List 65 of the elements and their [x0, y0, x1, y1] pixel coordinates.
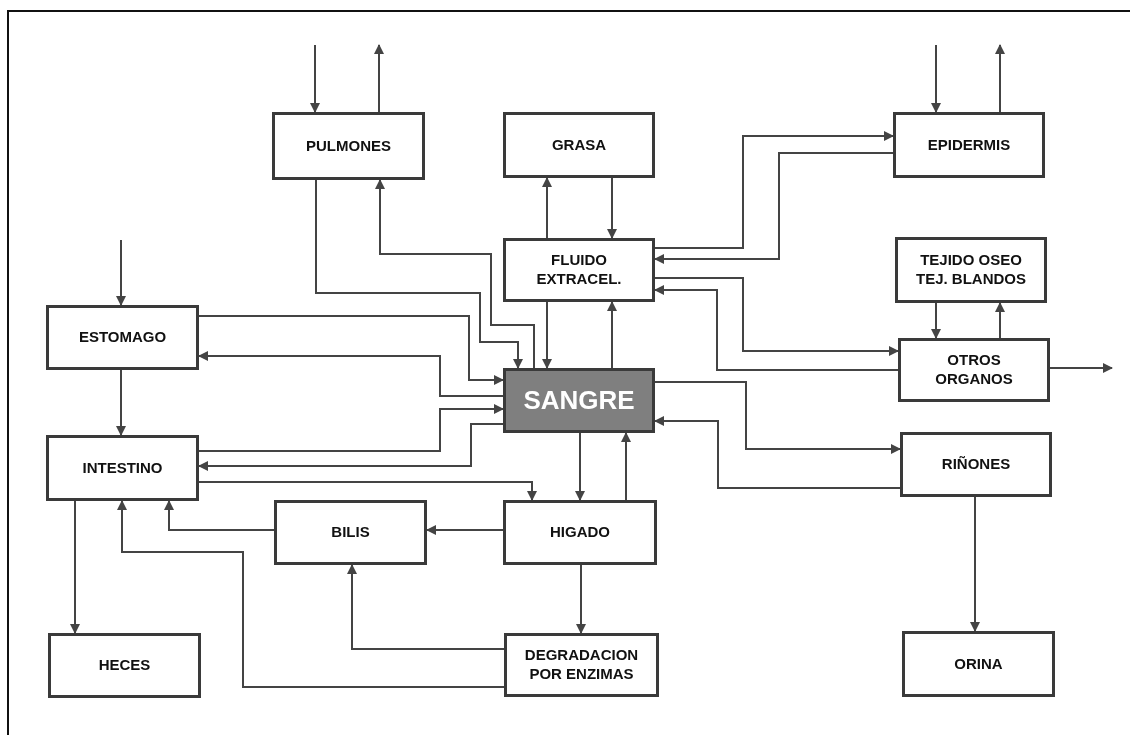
arrow [654, 152, 894, 264]
arrow [198, 315, 504, 385]
process-box [272, 112, 425, 180]
process-box [46, 305, 199, 370]
arrow [347, 564, 505, 650]
arrow [607, 177, 617, 239]
arrow [970, 496, 980, 632]
highlighted-box [503, 368, 655, 433]
arrow [542, 301, 552, 369]
node-label: FLUIDO EXTRACEL. [535, 251, 623, 289]
node-label: RIÑONES [940, 455, 1012, 474]
process-box [503, 112, 655, 178]
node-label: HIGADO [549, 523, 611, 542]
node-label: DEGRADACION POR ENZIMAS [523, 646, 640, 684]
arrow [654, 381, 901, 454]
arrow [931, 44, 941, 113]
node-label: HECES [97, 656, 152, 675]
arrow [374, 44, 384, 113]
node-label: ESTOMAGO [77, 328, 168, 347]
node-label: INTESTINO [81, 458, 164, 478]
process-box [900, 432, 1052, 497]
node-label: ORINA [953, 654, 1004, 674]
node-label: GRASA [550, 135, 608, 155]
arrow [116, 369, 126, 436]
process-box [503, 238, 655, 302]
arrow [576, 564, 586, 634]
arrow [1049, 363, 1113, 373]
node-label: TEJIDO OSEO TEJ. BLANDOS [915, 251, 1027, 289]
arrow [654, 285, 899, 371]
arrow [621, 432, 631, 501]
arrow [995, 44, 1005, 113]
arrow [315, 179, 523, 369]
arrow [198, 423, 504, 471]
arrow [426, 525, 504, 535]
process-box [893, 112, 1045, 178]
arrow [575, 432, 585, 501]
process-box [46, 435, 199, 501]
arrow [654, 131, 894, 249]
process-box [503, 500, 657, 565]
arrow [117, 500, 505, 688]
process-box [274, 500, 427, 565]
node-label: EPIDERMIS [926, 135, 1012, 155]
process-box [895, 237, 1047, 303]
arrow [654, 277, 899, 356]
arrow [116, 239, 126, 306]
process-box [48, 633, 201, 698]
process-box [902, 631, 1055, 697]
arrow [654, 416, 901, 489]
node-label: PULMONES [305, 136, 392, 156]
arrow [70, 500, 80, 634]
arrow [164, 500, 275, 531]
arrow [310, 44, 320, 113]
node-label: SANGRE [522, 384, 636, 417]
arrow [607, 301, 617, 369]
arrow [995, 302, 1005, 339]
node-label: OTROS ORGANOS [934, 351, 1014, 389]
arrow [198, 351, 504, 397]
process-box [504, 633, 659, 697]
arrow [198, 404, 504, 452]
arrow [931, 302, 941, 339]
arrow [198, 481, 537, 501]
arrow [542, 177, 552, 239]
arrow [375, 179, 535, 369]
process-box [898, 338, 1050, 402]
node-label: BILIS [330, 523, 371, 542]
